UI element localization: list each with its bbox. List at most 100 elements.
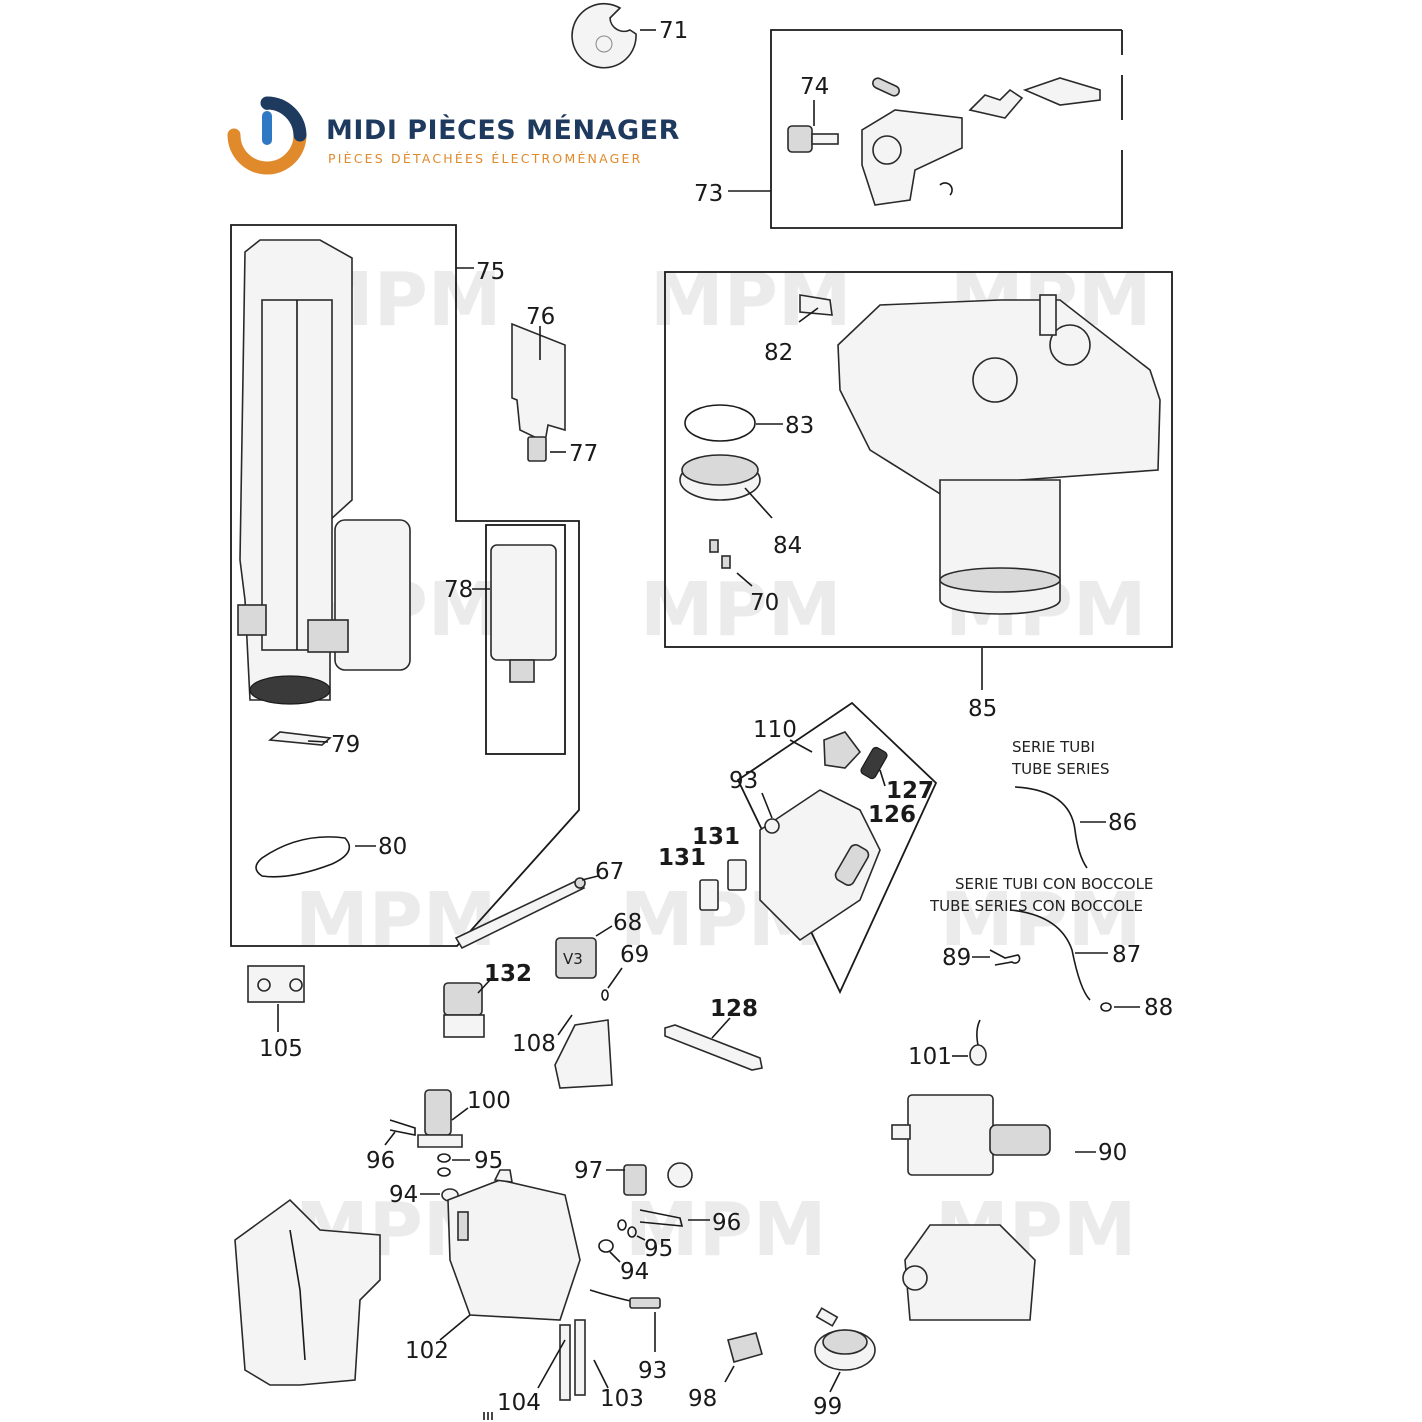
part-108-bracket [554,1014,613,1089]
callout-89: 89 [942,945,971,971]
group-box-73 [770,29,1123,229]
callout-80: 80 [378,834,407,860]
series-label: TUBE SERIES CON BOCCOLE [929,897,1143,915]
part-77-switch [527,436,566,462]
part-95b-orings [617,1219,646,1241]
group-box-85 [664,271,1173,648]
part-83-ring [684,404,783,442]
part-102-boiler [439,1169,581,1341]
part-78-motor [472,544,557,683]
callout-96: 96 [712,1210,741,1236]
callout-97: 97 [574,1158,603,1184]
part-75-housing [237,239,474,705]
callout-93: 93 [729,768,758,794]
callout-93: 93 [638,1358,667,1384]
callout-67: 67 [595,859,624,885]
part-110-126-127-131-valves [699,731,888,942]
group-box-75 [230,224,580,947]
callout-68: 68 [613,910,642,936]
part-99-flowmeter [814,1307,876,1393]
watermark: MPM [625,1187,827,1273]
callout-94: 94 [389,1182,418,1208]
part-68-valve-v3: V3 [555,925,613,979]
brand-mark-icon [227,96,307,175]
callout-88: 88 [1144,995,1173,1021]
brand-tagline: PIÈCES DÉTACHÉES ÉLECTROMÉNAGER [328,151,643,166]
callout-132: 132 [484,961,532,987]
part-88-bush [1100,1002,1140,1012]
part-84-filter [679,454,773,519]
part-90-pump [891,1094,1096,1176]
callout-101: 101 [908,1044,952,1070]
callout-94: 94 [620,1259,649,1285]
part-98-microswitch [724,1332,763,1383]
callout-86: 86 [1108,810,1137,836]
part-104-103-rods [537,1319,609,1401]
callout-75: 75 [476,259,505,285]
part-96b-clip [639,1209,710,1227]
part-95-oring [437,1153,470,1177]
part-tail-lines [483,1412,493,1420]
callout-90: 90 [1098,1140,1127,1166]
tube-series-labels: SERIE TUBI TUBE SERIES SERIE TUBI CON BO… [929,738,1153,915]
part-132-valve [443,979,491,1038]
watermark: MPM [940,877,1142,963]
callout-96: 96 [366,1148,395,1174]
part-101-sensor [952,1019,987,1066]
part-tank [234,1198,381,1386]
part-94b-bush [598,1239,621,1263]
callout-85: 85 [968,696,997,722]
callout-74: 74 [800,74,829,100]
brand-name: MIDI PIÈCES MÉNAGER [326,115,680,146]
callout-82: 82 [764,340,793,366]
part-80-belt [255,836,376,878]
brand-logo: MIDI PIÈCES MÉNAGER PIÈCES DÉTACHÉES ÉLE… [222,95,692,185]
part-79-plate [267,731,332,746]
callout-131: 131 [692,824,740,850]
callout-70: 70 [750,590,779,616]
group-box-78 [485,524,566,755]
callout-79: 79 [331,732,360,758]
series-label: TUBE SERIES [1011,760,1110,778]
part-128-tube [664,1017,763,1071]
series-label: SERIE TUBI [1012,738,1095,756]
part-96-clip [384,1119,416,1146]
callout-110: 110 [753,717,797,743]
callout-104: 104 [497,1390,541,1416]
callout-98: 98 [688,1386,717,1412]
callout-108: 108 [512,1031,556,1057]
part-97-fitting [606,1162,693,1196]
series-label: SERIE TUBI CON BOCCOLE [955,875,1153,893]
part-87-tube [1009,909,1108,1001]
part-93b-probe [589,1289,661,1352]
callout-128: 128 [710,996,758,1022]
callout-95: 95 [644,1236,673,1262]
callout-77: 77 [569,441,598,467]
callout-126: 126 [868,802,916,828]
part-105-connector [247,965,305,1032]
callout-95: 95 [474,1148,503,1174]
watermark: MPM [295,877,497,963]
v3-label: V3 [563,950,583,968]
part-67-tube [454,875,599,950]
part-82-microswitch [798,294,833,323]
part-89-clip [972,949,1021,966]
watermark: MPM [640,567,842,653]
part-69-oring [601,967,623,1001]
callout-102: 102 [405,1338,449,1364]
callout-76: 76 [526,304,555,330]
callout-105: 105 [259,1036,303,1062]
part-100-fitting [417,1089,469,1148]
callout-71: 71 [659,18,688,44]
callout-84: 84 [773,533,802,559]
part-73-lever-assembly [728,77,1101,206]
callout-127: 127 [886,778,934,804]
part-71-cover [571,3,656,69]
callout-labels: 71 73 74 75 76 77 78 79 80 82 83 84 70 8… [259,18,1173,1420]
callout-69: 69 [620,942,649,968]
part-85-brew-unit [837,294,1161,615]
part-70-screws [709,539,753,587]
part-76-board [511,322,566,444]
